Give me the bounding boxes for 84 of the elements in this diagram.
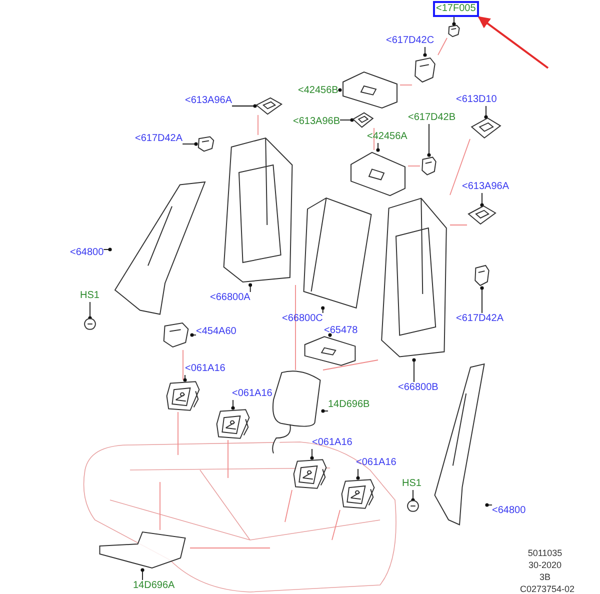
- alignment-line: [332, 510, 340, 540]
- leader-line: [427, 124, 431, 157]
- leader-line: [321, 409, 328, 413]
- leader-line: [328, 333, 332, 338]
- leader-line: [183, 374, 187, 382]
- part-number: <617D42C: [386, 35, 434, 47]
- trim-cover-drawing: [302, 335, 358, 367]
- bezel-drawing: [467, 205, 497, 225]
- trim-cover-drawing: [348, 150, 408, 198]
- part-number: HS1: [402, 478, 422, 490]
- part-number: <613A96A: [185, 95, 232, 107]
- leader-line: [484, 106, 488, 119]
- part-number: 14D696B: [328, 399, 370, 411]
- leader-line: [321, 306, 325, 314]
- part-number: <061A16: [232, 388, 272, 400]
- alignment-line: [438, 38, 448, 56]
- leader-line: [452, 16, 456, 26]
- part-number: <64800: [70, 247, 104, 259]
- part-number: <66800B: [398, 382, 438, 394]
- part-number: <66800A: [210, 292, 250, 304]
- trim-cover-drawing: [340, 70, 400, 110]
- part-number: <061A16: [312, 437, 352, 449]
- part-number: <061A16: [356, 457, 396, 469]
- drawing-reference: 30-2020: [527, 560, 563, 571]
- bracket-drawing: [420, 155, 438, 177]
- leader-line: [231, 400, 235, 410]
- part-number: <613A96A: [462, 181, 509, 193]
- part-number: <454A60: [196, 326, 236, 338]
- cover-drawing: [470, 117, 502, 139]
- part-number: <17F005: [433, 1, 479, 17]
- leader-line: [310, 448, 314, 460]
- part-number: 14D696A: [133, 580, 175, 592]
- leader-line: [140, 568, 144, 580]
- leader-line: [232, 104, 257, 108]
- part-number: <617D42B: [408, 112, 456, 124]
- clip-drawing: [84, 318, 96, 330]
- part-number: <65478: [324, 325, 358, 337]
- hinge-cover-drawing: [340, 478, 376, 510]
- part-number: <64800: [492, 505, 526, 517]
- bezel-drawing: [255, 97, 283, 115]
- bracket-drawing: [412, 55, 438, 85]
- bracket-drawing: [473, 263, 491, 288]
- leader-line: [485, 503, 492, 507]
- pointer-arrow: [478, 16, 549, 69]
- leader-line: [338, 88, 342, 92]
- leader-line: [356, 468, 360, 480]
- part-number: <42456B: [298, 85, 338, 97]
- bezel-drawing: [352, 112, 374, 128]
- part-number: <613D10: [456, 94, 497, 106]
- hinge-cover-drawing: [292, 458, 328, 490]
- leader-line: [412, 358, 416, 382]
- leader-line: [411, 490, 415, 502]
- clip-drawing: [447, 24, 461, 38]
- leader-line: [103, 248, 112, 252]
- hinge-cover-drawing: [215, 408, 251, 440]
- alignment-line: [400, 84, 412, 86]
- part-number: HS1: [80, 290, 100, 302]
- leader-line: [190, 333, 196, 337]
- clip-drawing: [407, 500, 419, 512]
- alignment-line: [322, 360, 378, 370]
- drawing-reference: 5011035: [526, 548, 564, 559]
- bracket-drawing: [196, 135, 216, 153]
- part-number: <617D42A: [135, 133, 183, 145]
- alignment-line: [284, 490, 292, 522]
- part-number: <66800C: [282, 313, 323, 325]
- hinge-cover-drawing: [165, 380, 201, 412]
- leader-line: [480, 192, 484, 207]
- leader-line: [248, 283, 252, 292]
- alignment-line: [450, 224, 468, 226]
- leader-line: [480, 286, 484, 314]
- leader-line: [182, 142, 198, 146]
- alignment-line: [450, 138, 470, 196]
- part-number: <617D42A: [456, 313, 504, 325]
- armrest-drawing: [300, 198, 375, 308]
- leader-line: [88, 302, 92, 320]
- leader-line: [423, 46, 427, 57]
- part-number: <061A16: [185, 363, 226, 375]
- part-number: <613A96B: [293, 116, 340, 128]
- seatback-drawing: [378, 195, 450, 360]
- leader-line: [376, 142, 380, 152]
- part-number: <42456A: [367, 131, 408, 143]
- alignment-line: [182, 350, 184, 380]
- drawing-reference: 3B: [538, 572, 552, 583]
- leader-line: [340, 118, 354, 122]
